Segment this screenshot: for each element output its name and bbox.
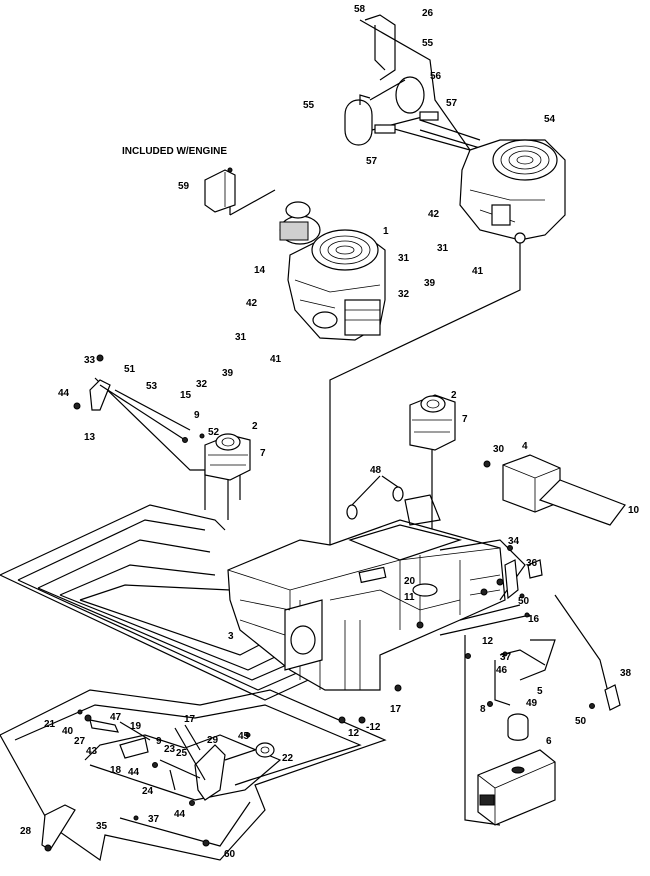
callout-c12a: 12 xyxy=(482,636,494,647)
callout-c32a: 32 xyxy=(398,289,410,300)
callout-c41a: 41 xyxy=(472,266,484,277)
callout-c12b: 12 xyxy=(348,728,360,739)
callout-c6: 6 xyxy=(546,736,552,747)
control-lever xyxy=(73,354,205,443)
callout-c47: 47 xyxy=(110,712,122,723)
callout-c31c: 31 xyxy=(235,332,247,343)
callout-c44b: 44 xyxy=(128,767,140,778)
callout-c8: 8 xyxy=(480,704,486,715)
callout-c4: 4 xyxy=(522,441,528,452)
callout-c50a: 50 xyxy=(518,596,530,607)
callout-c19: 19 xyxy=(130,721,142,732)
callout-c26: 26 xyxy=(422,8,434,19)
callout-c33: 33 xyxy=(84,355,96,366)
callout-c17b: 17 xyxy=(184,714,196,725)
callout-c46: 46 xyxy=(496,665,508,676)
main-frame xyxy=(227,475,531,724)
callout-c18: 18 xyxy=(110,765,122,776)
callout-c12c: -12 xyxy=(366,722,381,733)
callout-c51: 51 xyxy=(124,364,136,375)
engine-upper-right xyxy=(459,139,566,244)
callout-c3: 3 xyxy=(228,631,234,642)
callout-c48: 48 xyxy=(370,465,382,476)
hydro-pump-left xyxy=(204,433,251,520)
callout-c10: 10 xyxy=(628,505,640,516)
callout-c55b: 55 xyxy=(303,100,315,111)
callout-c2b: 2 xyxy=(252,421,258,432)
callout-c32b: 32 xyxy=(196,379,208,390)
callout-c9b: 9 xyxy=(156,736,162,747)
callout-c45: 45 xyxy=(238,731,250,742)
callout-c31a: 31 xyxy=(398,253,410,264)
callout-c56: 56 xyxy=(430,71,442,82)
callout-c35: 35 xyxy=(96,821,108,832)
muffler-assembly xyxy=(344,14,481,151)
callout-c58: 58 xyxy=(354,4,366,15)
callout-c49: 49 xyxy=(526,698,538,709)
callout-c37b: 37 xyxy=(148,814,160,825)
part-59-cover xyxy=(204,167,236,213)
heading-included-with-engine: INCLUDED W/ENGINE xyxy=(122,146,227,157)
callout-c44c: 44 xyxy=(174,809,186,820)
callout-c38: 38 xyxy=(620,668,632,679)
right-side-brackets xyxy=(499,545,621,711)
pedal-assembly xyxy=(41,709,275,852)
callout-c60: 60 xyxy=(224,849,236,860)
callout-c21: 21 xyxy=(44,719,56,730)
callout-c25: 25 xyxy=(176,748,188,759)
callout-c5: 5 xyxy=(537,686,543,697)
hydro-pump-right xyxy=(409,394,456,545)
callout-c40: 40 xyxy=(62,726,74,737)
callout-c15: 15 xyxy=(180,390,192,401)
engine-center xyxy=(279,201,386,341)
callout-c11: 11 xyxy=(404,592,415,603)
battery xyxy=(477,701,556,826)
callout-c42a: 42 xyxy=(428,209,440,220)
callout-c2a: 2 xyxy=(451,390,457,401)
callout-c53: 53 xyxy=(146,381,158,392)
callout-c24: 24 xyxy=(142,786,154,797)
callout-c54: 54 xyxy=(544,114,556,125)
callout-c23: 23 xyxy=(164,744,176,755)
callout-c7b: 7 xyxy=(260,448,266,459)
callout-c57b: 57 xyxy=(366,156,378,167)
callout-c55a: 55 xyxy=(422,38,434,49)
callout-c13: 13 xyxy=(84,432,96,443)
callout-c44a: 44 xyxy=(58,388,70,399)
callout-c20: 20 xyxy=(404,576,416,587)
callout-c52: 52 xyxy=(208,427,220,438)
callout-c7a: 7 xyxy=(462,414,468,425)
callout-c31b: 31 xyxy=(437,243,449,254)
callout-c22: 22 xyxy=(282,753,294,764)
callout-c39a: 39 xyxy=(424,278,436,289)
callout-c1: 1 xyxy=(383,226,389,237)
callout-c16: 16 xyxy=(528,614,540,625)
callout-c57a: 57 xyxy=(446,98,458,109)
callout-c42b: 42 xyxy=(246,298,258,309)
callout-c36: 36 xyxy=(526,558,538,569)
callout-c43: 43 xyxy=(86,746,98,757)
callout-labels: 12234567789910111212-1213141516171718192… xyxy=(20,4,640,860)
callout-c30: 30 xyxy=(493,444,505,455)
callout-c39b: 39 xyxy=(222,368,234,379)
callout-c34: 34 xyxy=(508,536,520,547)
callout-c17a: 17 xyxy=(390,704,402,715)
callout-c50b: 50 xyxy=(575,716,587,727)
callout-c59: 59 xyxy=(178,181,190,192)
callout-c28: 28 xyxy=(20,826,32,837)
battery-tray-plate xyxy=(483,454,626,526)
callout-c14: 14 xyxy=(254,265,266,276)
callout-c9a: 9 xyxy=(194,410,200,421)
callout-c37a: 37 xyxy=(500,652,512,663)
callout-c29: 29 xyxy=(207,735,219,746)
callout-c27: 27 xyxy=(74,736,86,747)
callout-c41b: 41 xyxy=(270,354,282,365)
